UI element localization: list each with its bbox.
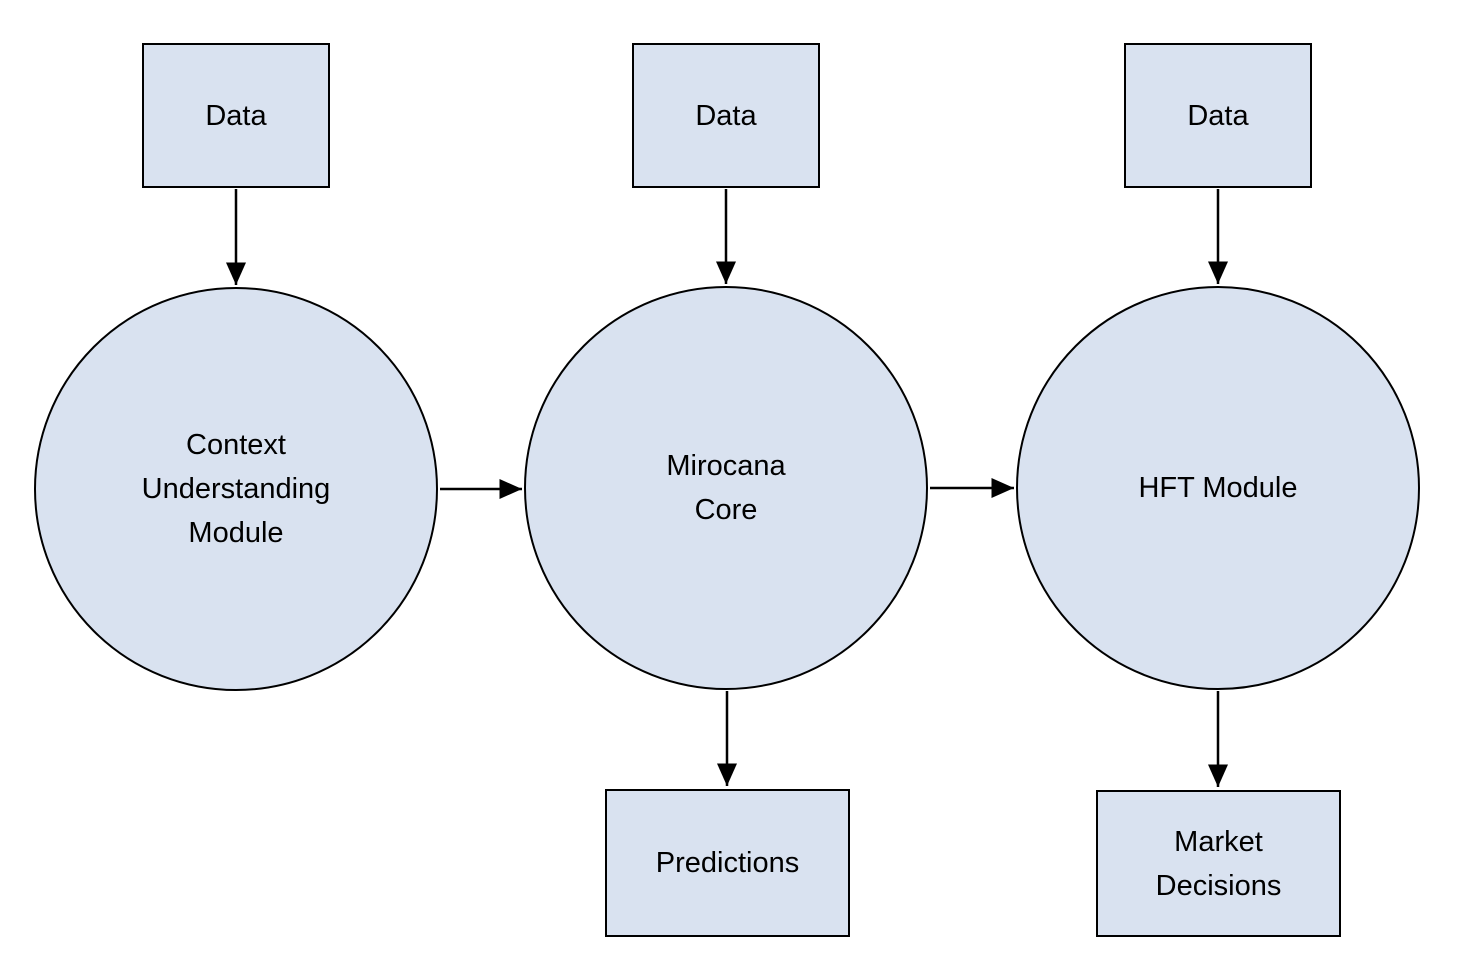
node-data-input-2-label: Data: [695, 99, 757, 132]
node-data-input-3-label: Data: [1187, 99, 1249, 132]
node-market-decisions-label: Market Decisions: [1155, 825, 1282, 902]
node-context-understanding-module: Context Understanding Module: [34, 287, 438, 691]
node-mirocana-core-label: Mirocana Core: [666, 450, 786, 526]
node-data-input-1: Data: [142, 43, 330, 188]
node-data-input-1-label: Data: [205, 99, 267, 132]
node-predictions-label: Predictions: [655, 847, 800, 879]
node-data-input-3: Data: [1124, 43, 1312, 188]
node-context-understanding-module-label: Context Understanding Module: [141, 429, 331, 549]
node-data-input-2: Data: [632, 43, 820, 188]
node-mirocana-core: Mirocana Core: [524, 286, 928, 690]
node-predictions: Predictions: [605, 789, 850, 937]
node-hft-module-label: HFT Module: [1138, 472, 1298, 504]
node-market-decisions: Market Decisions: [1096, 790, 1341, 937]
node-hft-module: HFT Module: [1016, 286, 1420, 690]
